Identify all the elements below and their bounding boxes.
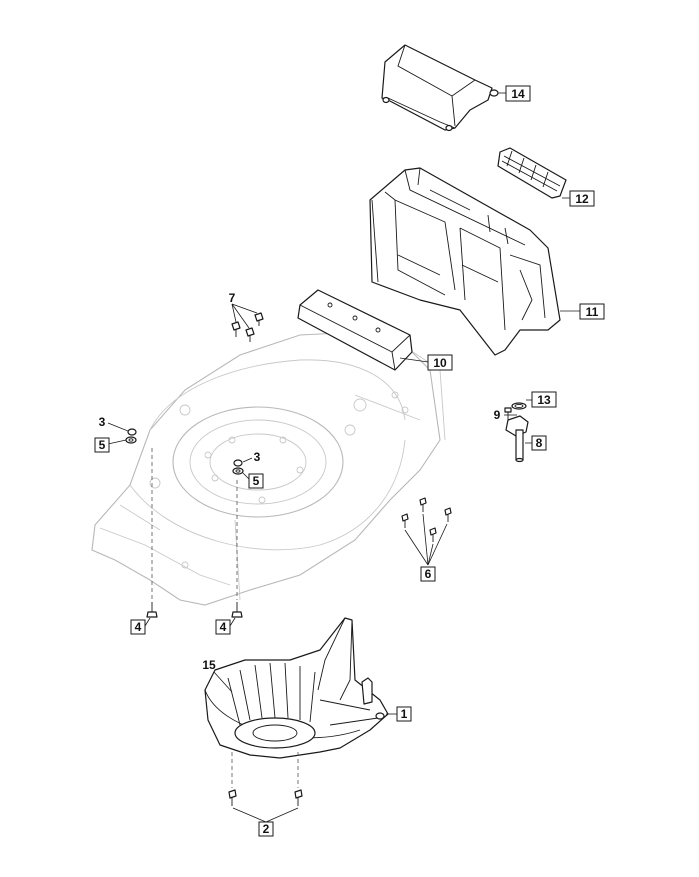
callout-12: 12 [569,190,595,207]
part-4-bolt-right [231,602,243,618]
svg-text:14: 14 [511,87,525,101]
callout-3-center: 3 [254,450,261,464]
callout-15: 15 [202,658,216,672]
part-14-chute-cover [381,44,499,132]
svg-text:7: 7 [229,291,236,305]
part-11-rear-housing [369,167,561,356]
part-5-washer-left [125,436,137,444]
callout-4-left: 4 [130,619,146,635]
svg-text:6: 6 [425,567,432,581]
part-12-filter-grid [497,147,567,199]
svg-text:13: 13 [537,393,551,407]
callout-8: 8 [531,435,547,451]
svg-text:5: 5 [99,438,106,452]
part-4-bolt-left [146,602,158,618]
callout-1: 1 [396,706,412,722]
callout-7: 7 [229,291,236,305]
callout-10: 10 [427,354,453,371]
callout-4-right: 4 [215,619,231,635]
part-2-screws [228,789,303,806]
svg-text:3: 3 [99,415,106,429]
part-5-washer-center [232,467,244,475]
part-10-deflector [297,289,413,371]
svg-text:4: 4 [220,620,227,634]
svg-text:9: 9 [494,408,501,422]
part-8-spindle [505,415,529,463]
svg-text:12: 12 [575,192,589,206]
part-6-screws [401,497,452,542]
svg-text:2: 2 [263,822,270,836]
callout-3-left: 3 [99,415,106,429]
callout-11: 11 [579,303,605,320]
part-3-nut-center [233,459,243,467]
callout-9: 9 [494,408,501,422]
part-3-nut-left [127,428,137,436]
svg-text:5: 5 [253,474,260,488]
part-7-screws [231,312,264,342]
part-9-pin [504,407,512,420]
svg-text:3: 3 [254,450,261,464]
svg-text:4: 4 [135,620,142,634]
callout-5-left: 5 [94,437,110,453]
part-13-ring [511,402,527,410]
callout-2: 2 [258,821,274,837]
svg-text:8: 8 [536,436,543,450]
callout-13: 13 [531,391,557,408]
callout-14: 14 [505,85,531,102]
mower-deck-housing [91,331,446,606]
svg-text:15: 15 [202,658,216,672]
callout-6: 6 [420,566,436,582]
svg-text:1: 1 [401,707,408,721]
svg-text:10: 10 [433,356,447,370]
callout-5-center: 5 [248,473,264,489]
part-1-blade-baffle [204,617,389,759]
svg-text:11: 11 [586,305,599,319]
